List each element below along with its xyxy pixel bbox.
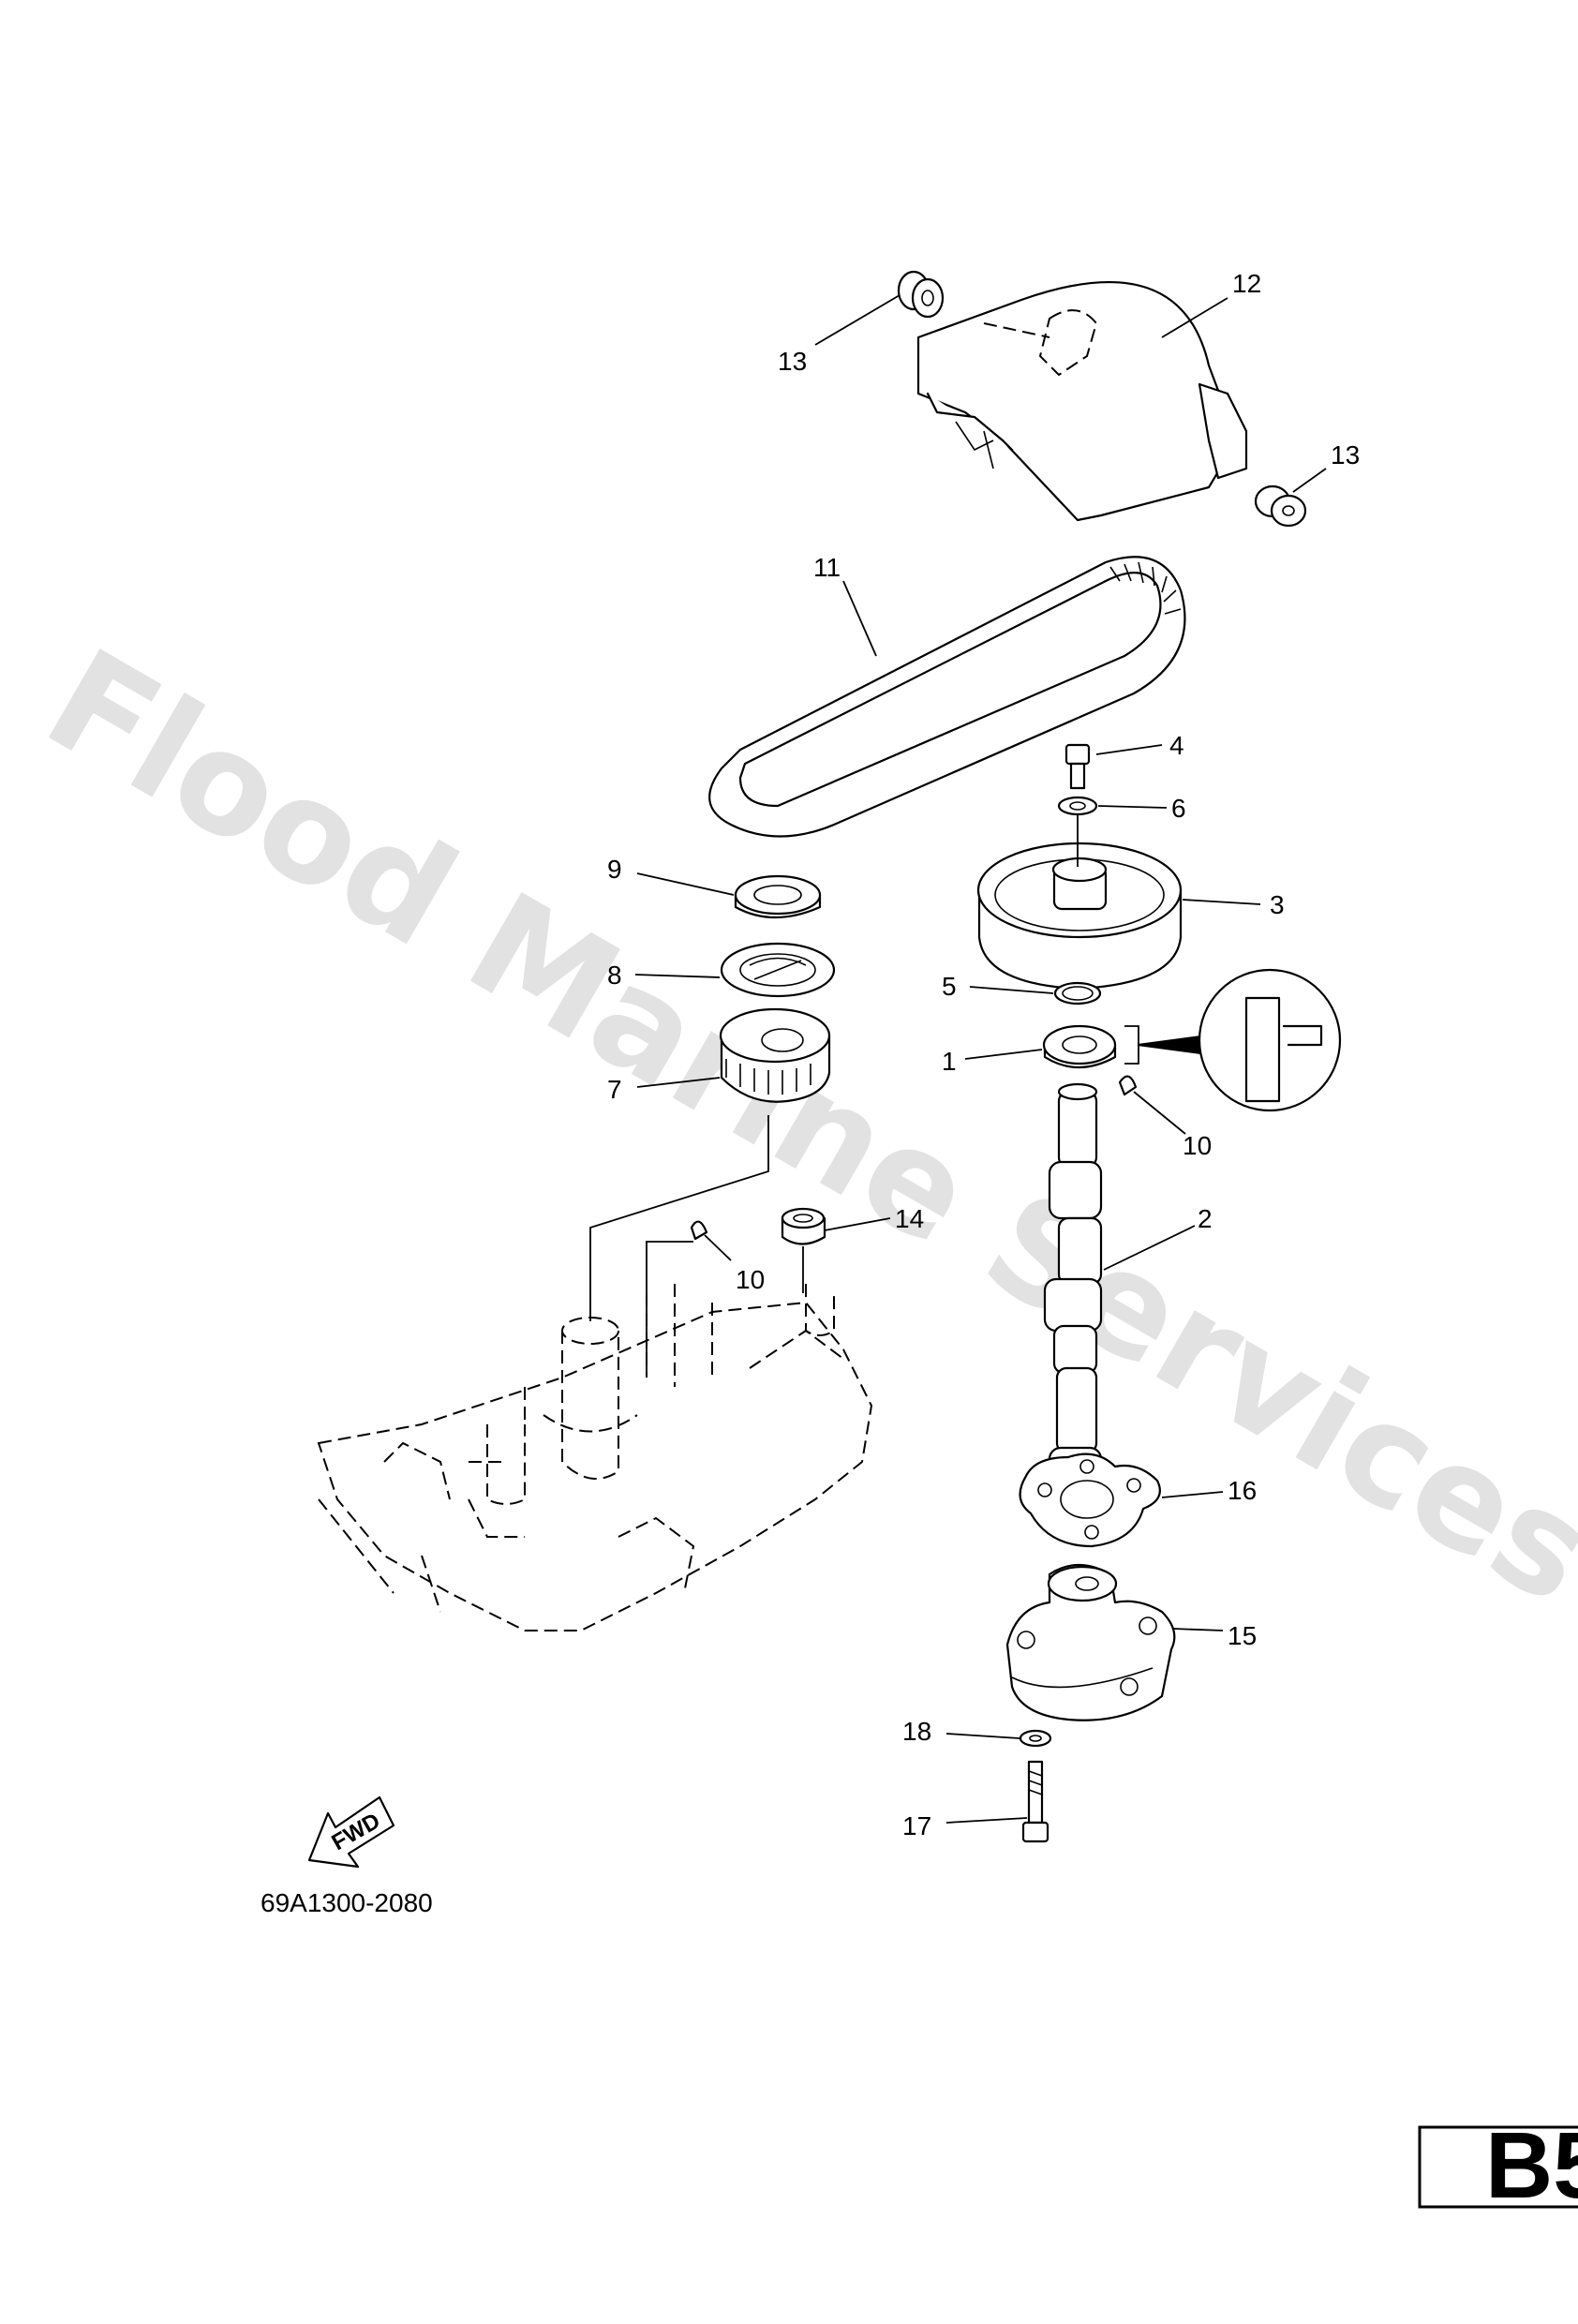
part-17-bolt[interactable]: [1021, 1760, 1050, 1843]
callout-15: 15: [1228, 1621, 1257, 1650]
callout-16: 16: [1228, 1476, 1257, 1505]
callout-7: 7: [607, 1075, 622, 1104]
callout-11: 11: [813, 553, 841, 582]
part-4-bolt[interactable]: [1064, 743, 1091, 790]
part-18-washer[interactable]: [1019, 1729, 1052, 1748]
part-9-oil-seal[interactable]: [734, 874, 822, 919]
page-tab: B5: [1418, 2113, 1578, 2218]
part-14-plug[interactable]: [781, 1207, 826, 1245]
callout-1: 1: [942, 1047, 957, 1076]
callout-6: 6: [1171, 794, 1186, 823]
part-5-o-ring[interactable]: [1053, 981, 1102, 1006]
callout-13-right: 13: [1331, 440, 1360, 469]
callout-13-top: 13: [778, 347, 807, 376]
part-13-grommet-right[interactable]: [1254, 484, 1307, 528]
part-8-plate[interactable]: [720, 942, 836, 998]
callout-10-left: 10: [736, 1265, 765, 1294]
part-13-grommet-top[interactable]: [897, 270, 945, 319]
part-3-camshaft-pulley[interactable]: [976, 813, 1183, 991]
part-16-gasket[interactable]: [1019, 1452, 1161, 1548]
part-11-timing-belt[interactable]: [708, 556, 1186, 838]
callout-10-right: 10: [1183, 1131, 1212, 1160]
part-6-washer[interactable]: [1057, 796, 1098, 816]
page-tab-label: B5: [1485, 2113, 1578, 2218]
callout-14: 14: [895, 1204, 924, 1233]
callout-18: 18: [902, 1717, 931, 1746]
part-1-oil-seal[interactable]: [1042, 968, 1342, 1112]
part-12-belt-cover[interactable]: [916, 281, 1248, 522]
callout-17: 17: [902, 1811, 931, 1840]
callout-9: 9: [607, 855, 622, 884]
callout-8: 8: [607, 961, 622, 990]
part-10-woodruff-key-left[interactable]: [690, 1220, 708, 1241]
crankcase-phantom: [317, 1284, 873, 1631]
part-15-oil-pump[interactable]: [1005, 1564, 1176, 1721]
callout-5: 5: [942, 972, 957, 1001]
callout-12: 12: [1232, 269, 1261, 298]
callout-3: 3: [1270, 890, 1285, 919]
callout-2: 2: [1198, 1204, 1213, 1233]
callout-4: 4: [1169, 731, 1184, 760]
fwd-arrow-icon: FWD: [307, 1795, 395, 1869]
part-7-crank-pulley[interactable]: [719, 1007, 831, 1103]
drawing-number: 69A1300-2080: [261, 1888, 433, 1917]
part-10-woodruff-key-right[interactable]: [1118, 1075, 1138, 1096]
